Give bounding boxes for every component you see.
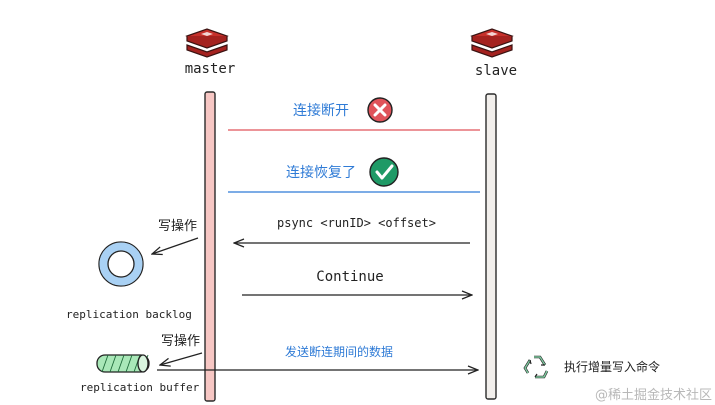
recycle-icon bbox=[523, 355, 549, 379]
watermark: @稀土掘金技术社区 bbox=[595, 387, 712, 403]
master-lifeline bbox=[204, 91, 216, 402]
execute-label: 执行增量写入命令 bbox=[564, 359, 660, 374]
check-icon bbox=[369, 157, 399, 187]
master-label: master bbox=[185, 61, 236, 77]
psync-label: psync <runID> <offset> bbox=[277, 216, 436, 230]
write-op-arrow-1 bbox=[152, 237, 199, 254]
reconnect-label: 连接恢复了 bbox=[286, 164, 356, 181]
error-x-icon bbox=[367, 97, 393, 123]
write-op-label-2: 写操作 bbox=[161, 333, 200, 349]
backlog-label: replication backlog bbox=[66, 308, 192, 321]
disconnect-label: 连接断开 bbox=[293, 102, 349, 119]
write-op-label-1: 写操作 bbox=[158, 218, 197, 234]
write-op-arrow-2 bbox=[160, 352, 203, 365]
buffer-cylinder-icon bbox=[96, 354, 150, 373]
continue-label: Continue bbox=[316, 269, 383, 285]
slave-lifeline bbox=[485, 93, 497, 400]
master-redis-icon bbox=[185, 28, 229, 58]
buffer-label: replication buffer bbox=[80, 381, 200, 394]
slave-redis-icon bbox=[470, 28, 514, 58]
send-data-label: 发送断连期间的数据 bbox=[285, 344, 393, 359]
backlog-ring-icon bbox=[98, 241, 144, 287]
slave-label: slave bbox=[475, 63, 517, 79]
